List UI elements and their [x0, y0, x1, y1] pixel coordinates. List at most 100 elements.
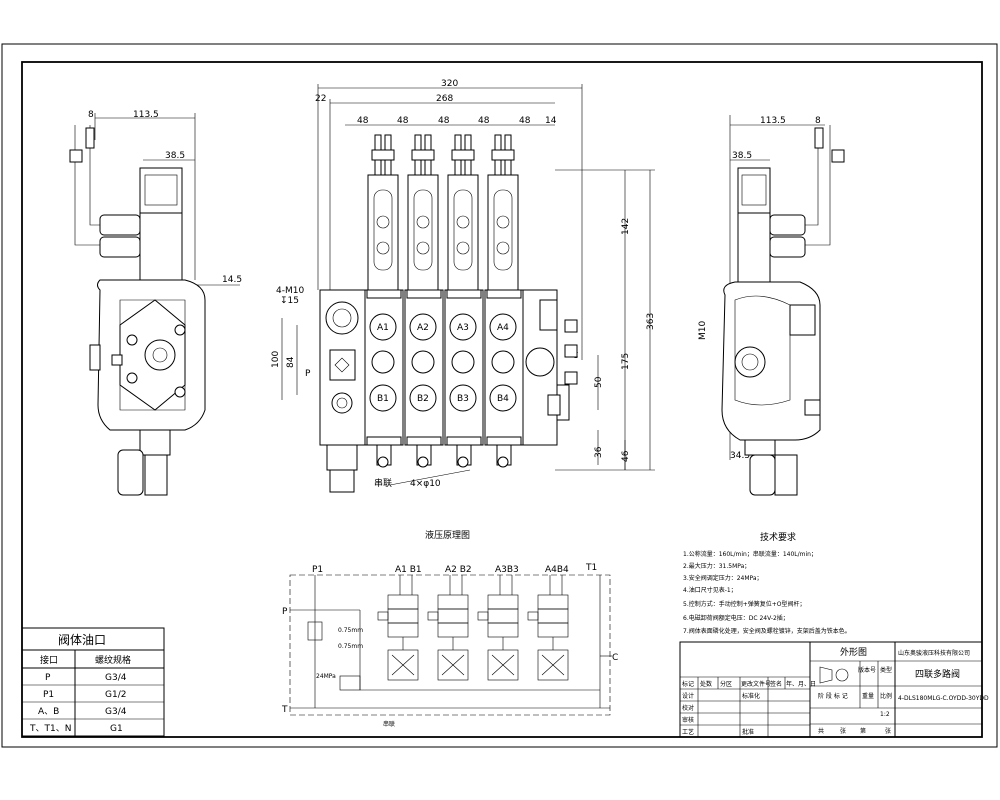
tech-item-7: 7.阀体表面磷化处理，安全阀及螺栓镀锌，支架后盖为铁本色。	[683, 627, 851, 635]
tb-rev-5: 签名	[770, 680, 782, 688]
tech-item-4: 4.油口尺寸见表-1；	[683, 586, 737, 594]
tb-sheet-total: 共	[818, 727, 824, 735]
port-b-label: B3	[457, 394, 469, 404]
schematic-port-label: A4B4	[545, 565, 569, 575]
tech-item-5: 5.控制方式：手动控制+弹簧复位+O型阀杆；	[683, 600, 806, 608]
tb-type: 类型	[880, 666, 892, 674]
schematic-port-label: A1 B1	[395, 565, 422, 575]
dim-268: 268	[436, 94, 453, 104]
port-row-3-a: A、B	[38, 707, 59, 717]
dim-48-4: 48	[478, 116, 490, 126]
port-b-label: B2	[417, 394, 429, 404]
sch-p: P	[282, 607, 288, 617]
port-row-2-b: G1/2	[105, 690, 126, 700]
projection-symbol-icon	[835, 668, 849, 682]
tb-sheet-label2: 张	[885, 727, 891, 735]
tech-title: 技术要求	[760, 531, 796, 543]
dim-48-2: 48	[397, 116, 409, 126]
sch-t: T	[281, 705, 288, 715]
tb-scale: 1:2	[880, 711, 890, 718]
front-view: 320 268 22 48 48 48 48 48 14 142 363 175…	[271, 79, 656, 493]
tb-rev-3: 分区	[720, 680, 732, 688]
port-table-title: 阀体油口	[58, 633, 106, 647]
dim-142: 142	[621, 218, 631, 235]
dim-175: 175	[621, 353, 631, 370]
tb-weight: 重量	[862, 692, 874, 700]
dim-48-3: 48	[438, 116, 450, 126]
port-a-label: A3	[457, 323, 469, 333]
dim-48-5: 48	[519, 116, 531, 126]
holes-label: 4×φ10	[410, 479, 441, 489]
valve-section: A3B3	[444, 134, 484, 468]
schematic-port-label: A2 B2	[445, 565, 472, 575]
right-m10: M10	[698, 321, 708, 340]
dim-84: 84	[286, 356, 296, 368]
hydraulic-schematic: 液压原理图 P1 P T T1 C 0.75mm 0.75mm 24MPa 串联	[281, 529, 618, 728]
tb-check: 校对	[682, 704, 694, 712]
tb-review: 审核	[682, 716, 694, 724]
port-row-4-b: G1	[110, 724, 123, 734]
port-row-3-b: G3/4	[105, 707, 127, 717]
dim-363: 363	[646, 313, 656, 330]
schematic-spool: A3B3	[477, 565, 519, 681]
right-dim-8: 8	[815, 116, 821, 126]
sch-relief2: 0.75mm	[338, 643, 363, 650]
port-row-1-b: G3/4	[105, 673, 127, 683]
tb-sheet-label: 张	[840, 727, 846, 735]
sch-relief1: 0.75mm	[338, 627, 363, 634]
tb-process: 工艺	[682, 728, 694, 736]
right-side-view: 113.5 8 38.5 18 15 34.5 M10	[698, 115, 845, 496]
schematic-spool: A4B4	[527, 565, 569, 681]
port-b-label: B4	[497, 394, 509, 404]
left-dim-113: 113.5	[133, 110, 159, 120]
tech-item-6: 6.电磁卸荷阀额定电压：DC 24V-2插；	[683, 614, 789, 622]
sch-t1: T1	[585, 563, 597, 573]
sch-c: C	[612, 653, 618, 663]
right-dim-113: 113.5	[760, 116, 786, 126]
left-dim-8: 8	[88, 110, 94, 120]
tb-rev-1: 标记	[682, 680, 694, 688]
tb-approve: 批准	[742, 728, 754, 736]
tech-item-3: 3.安全阀调定压力：24MPa；	[683, 574, 763, 582]
title-block: 外形图 山东奥骏液压科技有限公司 四联多路阀 4-DLS180MLG-C.OYD…	[679, 641, 989, 738]
left-dim-14: 14.5	[222, 275, 242, 285]
schematic-port-label: A3B3	[495, 565, 519, 575]
tb-rev-4: 更改文件号	[741, 680, 771, 688]
port-row-1-a: P	[45, 673, 51, 683]
valve-section: A4B4	[484, 134, 524, 468]
tb-sheet-no: 第	[860, 727, 866, 735]
tb-rev-6: 年、月、日	[786, 680, 816, 688]
mount-depth: ↧15	[280, 296, 299, 306]
schematic-spool: A1 B1	[377, 565, 422, 681]
dim-36: 36	[594, 446, 604, 458]
dim-320: 320	[441, 79, 458, 89]
port-a-label: A4	[497, 323, 509, 333]
tb-version: 版本号	[858, 666, 876, 674]
dim-50: 50	[594, 376, 604, 388]
tb-stage: 阶 段 标 记	[818, 692, 848, 700]
tb-rev-2: 处数	[700, 680, 712, 688]
port-row-2-a: P1	[43, 690, 54, 700]
tb-code: 4-DLS180MLG-C.OYDD-30YDD	[898, 695, 989, 702]
tb-product: 四联多路阀	[915, 668, 960, 680]
inner-frame	[21, 61, 983, 738]
tb-std: 标准化	[742, 692, 760, 700]
port-table-h1: 接口	[40, 654, 58, 666]
dim-22: 22	[315, 94, 326, 104]
port-row-4-a: T、T1、N	[29, 724, 71, 734]
series-label-front: 串联	[374, 478, 392, 489]
right-dim-34: 34.5	[730, 451, 750, 461]
left-side-view: 113.5 8 38.5 14.5	[69, 110, 242, 496]
outer-frame	[1, 43, 998, 748]
schematic-spool: A2 B2	[427, 565, 472, 681]
port-b-label: B1	[377, 394, 389, 404]
mount-thread: 4-M10	[276, 286, 304, 296]
dim-48-1: 48	[357, 116, 369, 126]
tech-item-1: 1.公称流量：160L/min；串联流量：140L/min；	[683, 550, 817, 558]
tech-requirements: 技术要求 1.公称流量：160L/min；串联流量：140L/min； 2.最大…	[683, 531, 851, 635]
sch-p1: P1	[312, 565, 323, 575]
